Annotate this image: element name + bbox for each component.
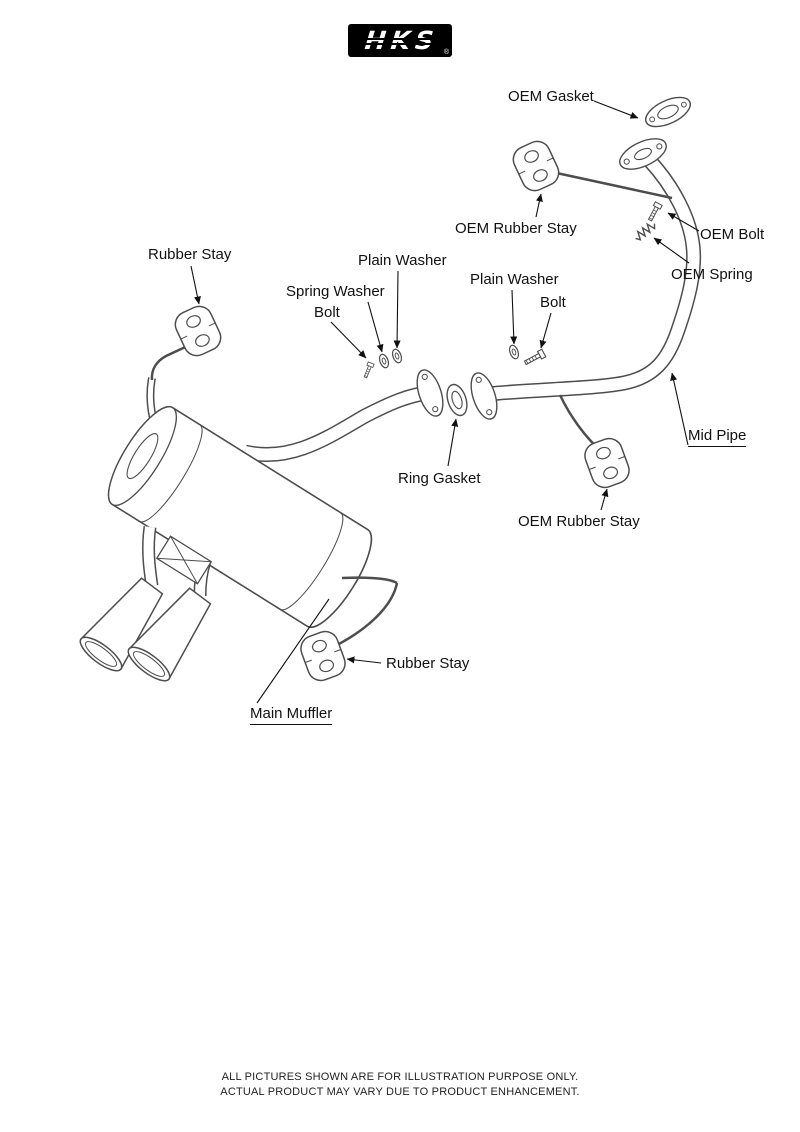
- bolt-right-part: [522, 348, 547, 368]
- plain-washer-left-part: [390, 347, 404, 365]
- oem-bolt-part: [646, 201, 663, 223]
- logo-stripe-upper: [362, 38, 438, 40]
- label-rubber-stay-left: Rubber Stay: [148, 246, 232, 263]
- main-muffler-body: [107, 406, 373, 628]
- oem-rubber-stay-top-part: [508, 136, 564, 196]
- oem-gasket-arrow: [593, 100, 639, 119]
- bolt-right-arrow: [539, 312, 552, 349]
- oem-rubber-stay-top-arrow: [535, 193, 543, 218]
- disclaimer: ALL PICTURES SHOWN ARE FOR ILLUSTRATION …: [0, 1070, 800, 1100]
- spring-washer-arrow: [367, 301, 384, 353]
- ring-gasket-arrow: [447, 418, 459, 467]
- oem-spring-part: [635, 222, 656, 241]
- label-rubber-stay-bottom: Rubber Stay: [386, 655, 470, 672]
- label-mid-pipe: Mid Pipe: [688, 427, 747, 447]
- label-spring-washer: Spring Washer: [286, 283, 385, 300]
- registered-mark: ®: [443, 49, 449, 56]
- muffler-bracket: [155, 535, 213, 585]
- label-bolt-right: Bolt: [540, 294, 566, 311]
- rear-hanger-rod: [330, 576, 399, 650]
- hks-logo: HKS ®: [348, 24, 452, 57]
- muffler-front-hanger-pipe: [150, 341, 195, 452]
- oem-bolt-arrow: [667, 212, 700, 232]
- label-oem-bolt: OEM Bolt: [700, 226, 765, 243]
- label-bolt-left: Bolt: [314, 304, 340, 321]
- mid-pipe-top-flange: [619, 138, 667, 170]
- exhaust-tip-outer: [79, 577, 164, 672]
- label-oem-gasket: OEM Gasket: [508, 88, 594, 105]
- muffler-inlet-pipe: [245, 393, 428, 455]
- ring-gasket-part: [446, 383, 468, 417]
- oem-rubber-stay-rear-part: [580, 434, 634, 492]
- plain-washer-left-arrow: [393, 270, 401, 349]
- label-plain-washer-left: Plain Washer: [358, 252, 447, 269]
- disclaimer-line-2: ACTUAL PRODUCT MAY VARY DUE TO PRODUCT E…: [220, 1086, 580, 1098]
- bolt-left-arrow: [330, 321, 367, 359]
- plain-washer-right-part: [507, 343, 521, 361]
- rubber-stay-bottom-part: [296, 627, 350, 685]
- label-oem-rubber-stay-bottom: OEM Rubber Stay: [518, 513, 640, 530]
- oem-rubber-stay-bottom-arrow: [600, 488, 609, 511]
- mid-pipe-arrow: [670, 372, 689, 446]
- plain-washer-right-arrow: [510, 289, 518, 345]
- rubber-stay-bottom-arrow: [346, 656, 382, 664]
- muffler-flange: [416, 369, 444, 417]
- label-oem-spring: OEM Spring: [671, 266, 753, 283]
- disclaimer-line-1: ALL PICTURES SHOWN ARE FOR ILLUSTRATION …: [221, 1071, 579, 1083]
- oem-gasket-part: [645, 96, 691, 128]
- label-oem-rubber-stay-top: OEM Rubber Stay: [455, 220, 577, 237]
- rubber-stay-left-arrow: [190, 265, 201, 305]
- bolt-left-part: [362, 361, 375, 379]
- mid-pipe-flange: [470, 372, 498, 420]
- logo-stripe-lower: [362, 43, 438, 45]
- label-main-muffler: Main Muffler: [250, 705, 333, 725]
- label-arrows: [190, 100, 700, 704]
- label-plain-washer-right: Plain Washer: [470, 271, 559, 288]
- exhaust-tip-inner: [127, 587, 212, 682]
- spring-washer-part: [377, 352, 391, 370]
- label-ring-gasket: Ring Gasket: [398, 470, 481, 487]
- hanger-rod-top: [551, 170, 673, 200]
- main-muffler-leader: [256, 598, 330, 704]
- oem-spring-arrow: [653, 237, 690, 264]
